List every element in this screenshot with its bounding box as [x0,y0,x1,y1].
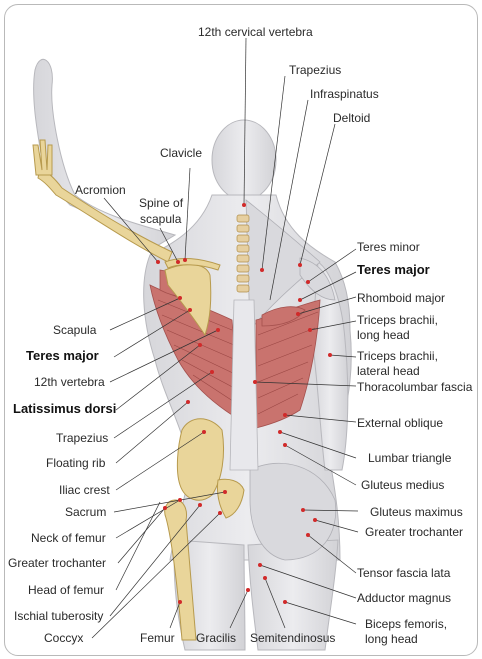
label-biceps-femoris-2: long head [365,632,418,646]
label-femur: Femur [140,631,175,645]
label-spine-of-scapula-1: Spine of [139,196,183,210]
label-twelfth-vertebra: 12th vertebra [34,375,105,389]
label-lumbar-triangle: Lumbar triangle [368,451,451,465]
label-infraspinatus: Infraspinatus [310,87,379,101]
label-teres-major-right: Teres major [357,263,430,277]
label-gracilis: Gracilis [196,631,236,645]
label-sacrum: Sacrum [65,505,106,519]
label-external-oblique: External oblique [357,416,443,430]
label-biceps-femoris-1: Biceps femoris, [365,617,447,631]
label-acromion: Acromion [75,183,126,197]
label-triceps-long-2: long head [357,328,410,342]
label-coccyx: Coccyx [44,631,83,645]
label-teres-major-left: Teres major [26,349,99,363]
label-deltoid: Deltoid [333,111,370,125]
label-rhomboid-major: Rhomboid major [357,291,445,305]
label-head-of-femur: Head of femur [28,583,104,597]
label-greater-trochanter-left: Greater trochanter [8,556,106,570]
label-clavicle: Clavicle [160,146,202,160]
label-gluteus-medius: Gluteus medius [361,478,444,492]
thoracolumbar-fascia [230,300,258,470]
label-spine-of-scapula-2: scapula [140,212,181,226]
label-greater-trochanter-right: Greater trochanter [365,525,463,539]
label-cervical-vertebra: 12th cervical vertebra [198,25,313,39]
label-floating-rib: Floating rib [46,456,105,470]
label-ischial-tuberosity: Ischial tuberosity [14,609,103,623]
label-trapezius-left: Trapezius [56,431,108,445]
label-triceps-lateral-1: Triceps brachii, [357,349,438,363]
label-teres-minor: Teres minor [357,240,420,254]
label-tensor-fascia-lata: Tensor fascia lata [357,566,450,580]
label-semitendinosus: Semitendinosus [250,631,335,645]
label-trapezius-top: Trapezius [289,63,341,77]
label-latissimus-dorsi: Latissimus dorsi [13,402,116,416]
label-gluteus-maximus: Gluteus maximus [370,505,463,519]
label-triceps-lateral-2: lateral head [357,364,420,378]
label-iliac-crest: Iliac crest [59,483,110,497]
label-neck-of-femur: Neck of femur [31,531,106,545]
label-triceps-long-1: Triceps brachii, [357,313,438,327]
label-adductor-magnus: Adductor magnus [357,591,451,605]
hand-bones [33,140,52,175]
label-thoracolumbar-fascia: Thoracolumbar fascia [357,380,472,394]
label-scapula: Scapula [53,323,96,337]
